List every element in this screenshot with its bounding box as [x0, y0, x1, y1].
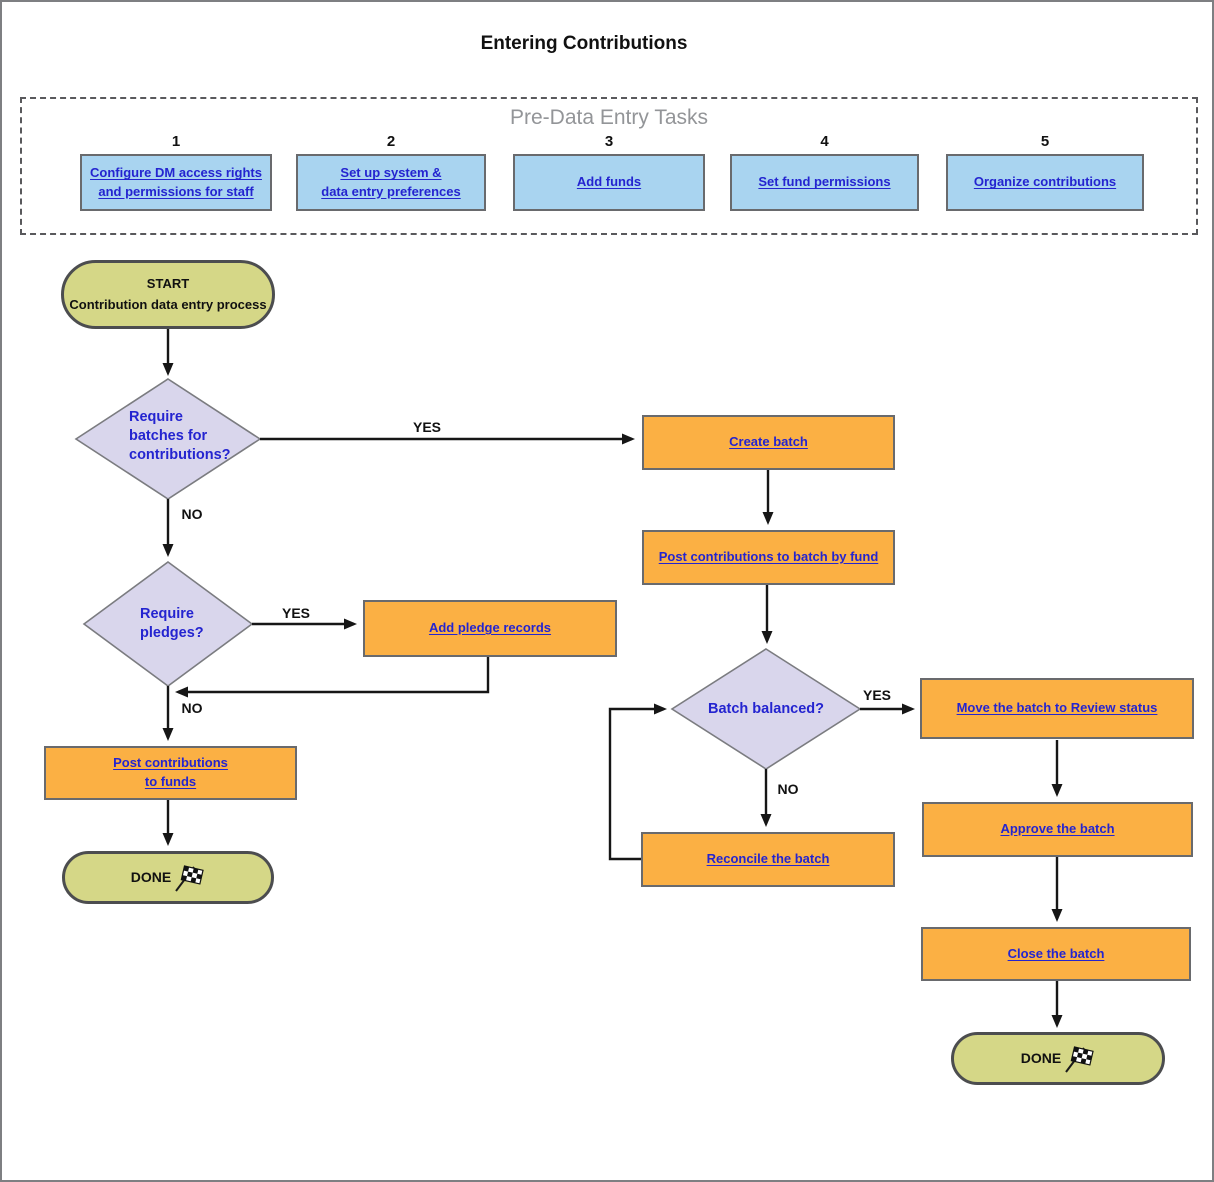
task-link-fund-permissions[interactable]: Set fund permissions: [758, 174, 891, 190]
task-number-5: 5: [1040, 133, 1050, 150]
done-terminator-left: DONE: [62, 851, 274, 904]
task-box-fund-permissions[interactable]: Set fund permissions: [730, 154, 919, 211]
process-post-batch-by-fund[interactable]: Post contributions to batch by fund: [642, 530, 895, 585]
task-number-1: 1: [171, 133, 181, 150]
done-label: DONE: [130, 868, 172, 885]
task-link-add-funds[interactable]: Add funds: [576, 174, 642, 190]
task-box-organize-contributions[interactable]: Organize contributions: [946, 154, 1144, 211]
checkered-flag-icon: [175, 864, 204, 892]
process-close-batch[interactable]: Close the batch: [921, 927, 1191, 981]
done-terminator-right: DONE: [951, 1032, 1165, 1085]
connector-reconcile-loop-to-batch-balanced: [608, 703, 667, 861]
decision-require-pledges-label: Require pledges?: [140, 606, 204, 641]
task-link-organize-contributions[interactable]: Organize contributions: [973, 174, 1117, 190]
link-approve-batch[interactable]: Approve the batch: [1000, 821, 1115, 837]
task-number-3: 3: [604, 133, 614, 150]
page-title: Entering Contributions: [480, 33, 688, 54]
process-reconcile-batch[interactable]: Reconcile the batch: [641, 832, 895, 887]
start-label: START Contribution data entry process: [69, 276, 267, 312]
decision-require-batches-label: Require batches for contributions?: [129, 409, 231, 463]
task-box-configure-access[interactable]: Configure DM access rights and permissio…: [80, 154, 272, 211]
link-add-pledge-records[interactable]: Add pledge records: [428, 620, 552, 636]
task-number-2: 2: [386, 133, 396, 150]
process-move-batch-review[interactable]: Move the batch to Review status: [920, 678, 1194, 739]
pre-data-entry-tasks-panel: Pre-Data Entry Tasks: [20, 97, 1198, 235]
edge-label-yes-move-review: YES: [862, 687, 891, 703]
edge-label-yes-create-batch: YES: [412, 419, 441, 435]
link-create-batch[interactable]: Create batch: [729, 434, 808, 450]
done-label: DONE: [1020, 1049, 1062, 1066]
task-link-setup-preferences[interactable]: Set up system & data entry preferences: [321, 165, 461, 199]
edge-label-no-require-pledges: NO: [181, 506, 203, 522]
link-move-batch-review[interactable]: Move the batch to Review status: [956, 700, 1158, 716]
process-add-pledge-records[interactable]: Add pledge records: [363, 600, 617, 657]
process-approve-batch[interactable]: Approve the batch: [922, 802, 1193, 857]
link-post-contributions-to-funds[interactable]: Post contributions to funds: [113, 755, 228, 789]
checkered-flag-icon: [1065, 1045, 1094, 1073]
edge-label-no-post-funds: NO: [181, 700, 203, 716]
start-terminator: START Contribution data entry process: [61, 260, 275, 329]
link-post-batch-by-fund[interactable]: Post contributions to batch by fund: [658, 549, 879, 565]
process-create-batch[interactable]: Create batch: [642, 415, 895, 470]
task-box-add-funds[interactable]: Add funds: [513, 154, 705, 211]
decision-batch-balanced-label: Batch balanced?: [707, 701, 825, 717]
link-reconcile-batch[interactable]: Reconcile the batch: [706, 851, 830, 867]
edge-label-no-reconcile: NO: [777, 781, 799, 797]
edge-label-yes-add-pledges: YES: [281, 605, 310, 621]
link-close-batch[interactable]: Close the batch: [1007, 945, 1105, 961]
connector-add-pledges-merge: [175, 657, 490, 698]
task-box-setup-preferences[interactable]: Set up system & data entry preferences: [296, 154, 486, 211]
process-post-contributions-to-funds[interactable]: Post contributions to funds: [44, 746, 297, 800]
task-number-4: 4: [820, 133, 829, 150]
pre-tasks-heading: Pre-Data Entry Tasks: [509, 106, 708, 129]
task-link-configure-access[interactable]: Configure DM access rights and permissio…: [90, 165, 262, 199]
